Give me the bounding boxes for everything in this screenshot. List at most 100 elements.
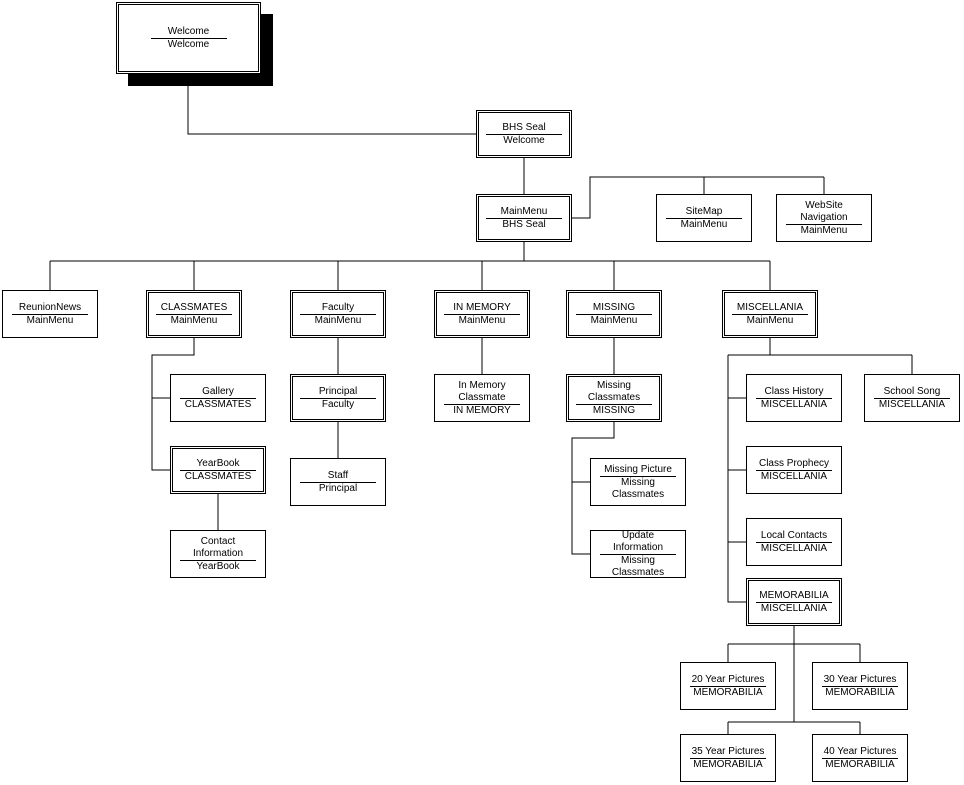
connector-line xyxy=(187,86,476,135)
connector-line xyxy=(727,355,746,603)
node-divider xyxy=(874,397,950,399)
node-parent-label: CLASSMATES xyxy=(184,470,252,482)
node-parent-label: MISCELLANIA xyxy=(878,398,946,410)
node-title: Class History xyxy=(764,385,824,397)
node-divider xyxy=(156,313,232,315)
node-divider xyxy=(600,475,676,477)
node-parent-label: Missing Classmates xyxy=(611,476,665,500)
node-divider xyxy=(756,469,832,471)
node-divider xyxy=(444,313,520,315)
node-title: MEMORABILIA xyxy=(759,589,829,601)
node-title: 20 Year Pictures xyxy=(691,673,765,685)
node-title: Update Information xyxy=(612,529,664,553)
node-divider xyxy=(444,403,520,405)
connector-line xyxy=(151,338,195,471)
node-divider xyxy=(576,313,652,315)
node-divider xyxy=(666,217,742,219)
node-parent-label: CLASSMATES xyxy=(184,398,252,410)
node-parent-label: BHS Seal xyxy=(502,218,546,230)
node-parent-label: YearBook xyxy=(196,560,240,572)
node-parent-label: MEMORABILIA xyxy=(825,758,895,770)
node-title: 30 Year Pictures xyxy=(823,673,897,685)
node-divider xyxy=(300,313,376,315)
node-parent-label: MainMenu xyxy=(800,224,848,236)
node-divider xyxy=(180,559,256,561)
connector-line xyxy=(572,176,824,219)
node-divider xyxy=(12,313,88,315)
node-title: BHS Seal xyxy=(502,121,546,133)
node-parent-label: IN MEMORY xyxy=(453,404,511,416)
node-title: SiteMap xyxy=(685,205,723,217)
node-parent-label: Welcome xyxy=(167,38,210,50)
node-parent-label: MEMORABILIA xyxy=(825,686,895,698)
node-title: WebSite Navigation xyxy=(800,199,848,223)
node-parent-label: MISCELLANIA xyxy=(760,470,828,482)
node-divider xyxy=(690,685,766,687)
node-title: School Song xyxy=(883,385,941,397)
node-title: Class Prophecy xyxy=(758,457,830,469)
node-divider xyxy=(786,223,862,225)
node-title: IN MEMORY xyxy=(453,301,511,313)
node-divider xyxy=(576,403,652,405)
node-parent-label: Faculty xyxy=(321,398,355,410)
node-title: MISSING xyxy=(592,301,636,313)
node-divider xyxy=(756,397,832,399)
node-parent-label: MainMenu xyxy=(746,314,794,326)
node-title: 40 Year Pictures xyxy=(823,745,897,757)
node-parent-label: MISCELLANIA xyxy=(760,542,828,554)
node-divider xyxy=(756,541,832,543)
node-parent-label: MISCELLANIA xyxy=(760,398,828,410)
node-divider xyxy=(600,553,676,555)
node-parent-label: MISSING xyxy=(592,404,636,416)
node-parent-label: Principal xyxy=(318,482,358,494)
node-divider xyxy=(486,217,562,219)
node-title: MainMenu xyxy=(500,205,548,217)
node-parent-label: MainMenu xyxy=(26,314,74,326)
node-title: Missing Classmates xyxy=(587,379,641,403)
node-divider xyxy=(822,685,898,687)
node-title: ReunionNews xyxy=(18,301,82,313)
node-parent-label: MainMenu xyxy=(590,314,638,326)
node-title: Gallery xyxy=(202,385,234,397)
node-title: Staff xyxy=(327,469,349,481)
node-parent-label: MEMORABILIA xyxy=(693,686,763,698)
